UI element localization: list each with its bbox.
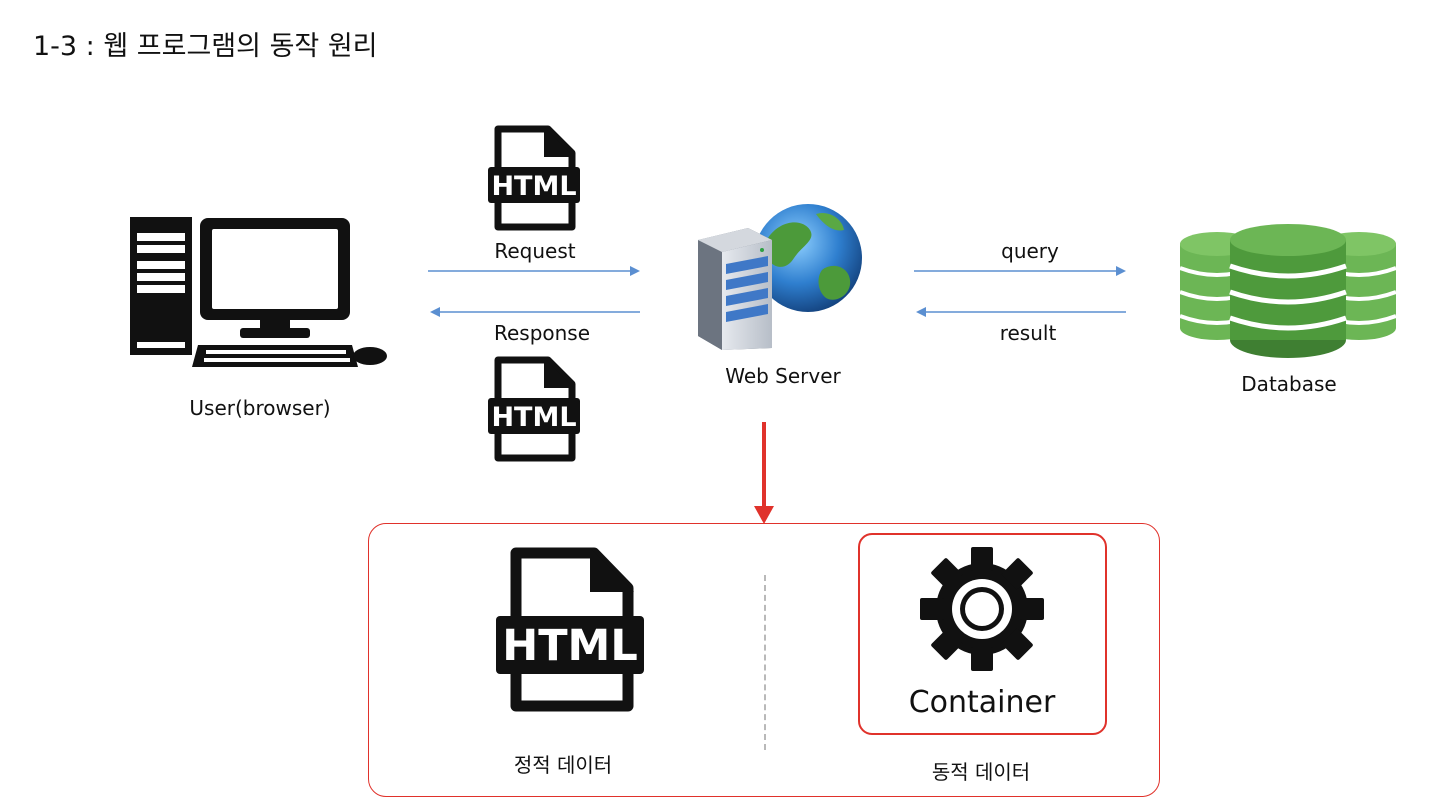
server-processing-box: [368, 523, 1160, 797]
page-title: 1-3 : 웹 프로그램의 동작 원리: [33, 31, 378, 62]
html-text: HTML: [491, 171, 576, 202]
html-text: HTML: [491, 402, 576, 433]
gear-icon: [920, 547, 1044, 671]
query-arrow: [914, 266, 1126, 276]
computer-icon: [130, 217, 387, 367]
html-text: HTML: [502, 621, 638, 671]
response-arrow: [430, 307, 640, 317]
dynamic-data-label: 동적 데이터: [931, 760, 1031, 784]
response-label: Response: [493, 321, 591, 345]
request-label: Request: [494, 239, 576, 263]
html-file-icon: HTML: [488, 356, 580, 462]
html-file-icon: HTML: [496, 547, 644, 712]
result-label: result: [999, 321, 1057, 345]
request-arrow: [428, 266, 640, 276]
database-icon: [1179, 224, 1397, 358]
database-label: Database: [1241, 372, 1337, 396]
html-file-icon: HTML: [488, 125, 580, 231]
web-server-globe-icon: [698, 204, 862, 350]
web-server-label: Web Server: [725, 364, 841, 388]
container-box: [858, 533, 1107, 735]
container-label: Container: [908, 685, 1056, 720]
down-arrow: [754, 422, 774, 524]
divider: [764, 575, 766, 750]
static-data-label: 정적 데이터: [513, 753, 613, 777]
result-arrow: [916, 307, 1126, 317]
user-label: User(browser): [189, 396, 331, 420]
query-label: query: [1001, 239, 1059, 263]
